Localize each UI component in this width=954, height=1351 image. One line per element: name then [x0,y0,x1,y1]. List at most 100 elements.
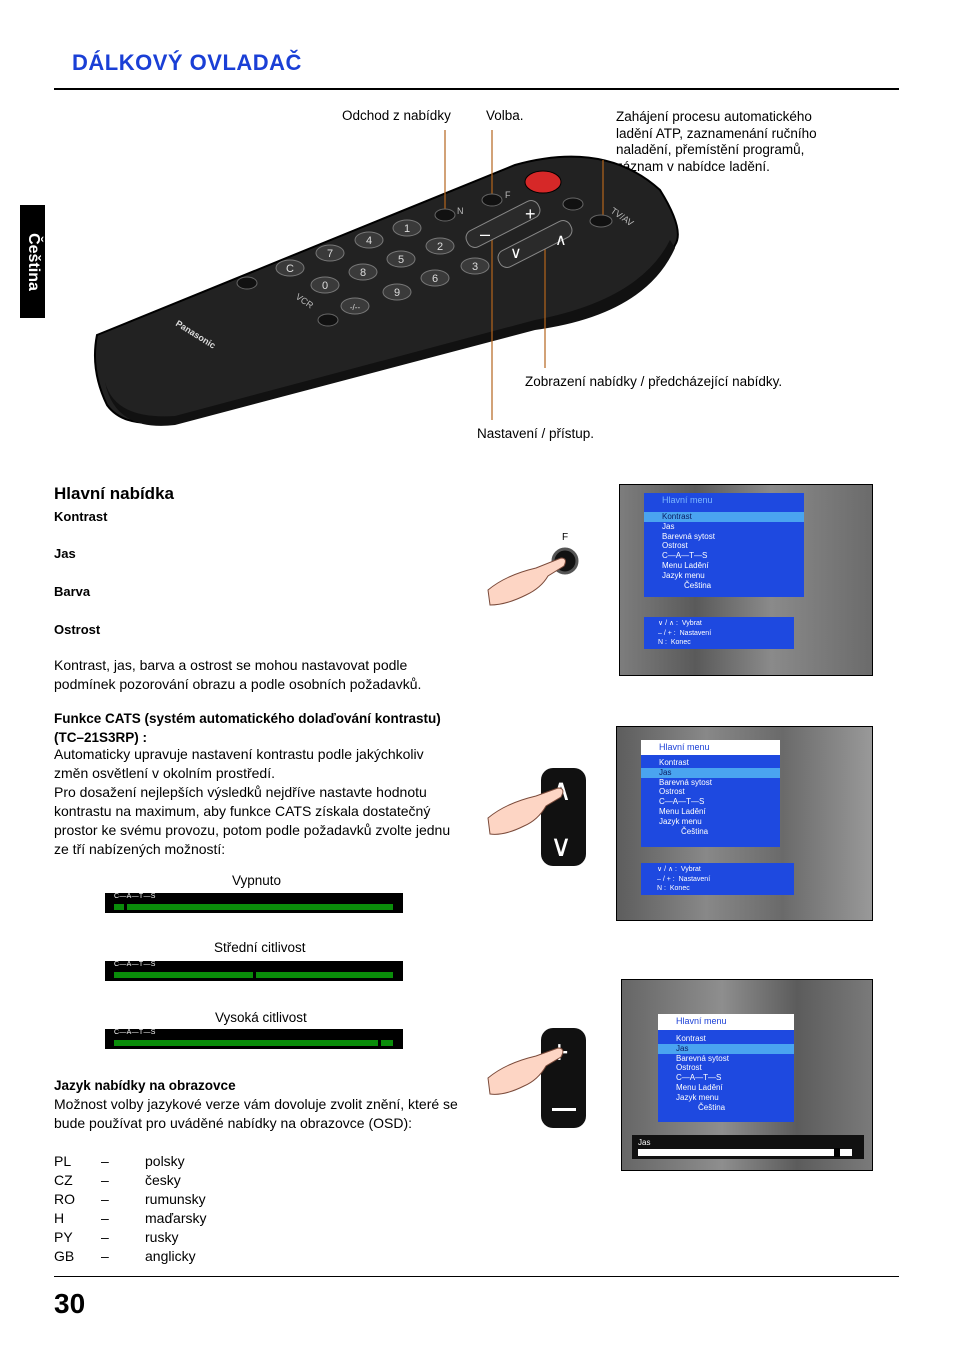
tv-screen-jas-adjust: Hlavní menu Kontrast Jas Barevná sytost … [621,979,873,1171]
menu-item: Čeština [698,1102,726,1112]
menu-item: Ostrost [676,1063,702,1073]
item-barva: Barva [54,584,91,599]
page-title: DÁLKOVÝ OVLADAČ [72,50,302,75]
menu-item: Ostrost [662,541,688,551]
cats-heading: Funkce CATS (systém automatického dolaďo… [54,711,441,745]
language-list: PL–polsky CZ–česky RO–rumunsky H–maďarsk… [54,1152,207,1266]
key-6: 6 [432,273,438,285]
key-8: 8 [360,267,366,279]
menu-item: Jas [641,767,780,778]
page-number: 30 [54,1288,86,1319]
jas-slider-thumb [834,1148,841,1157]
lang-text: Možnost volby jazykové verze vám dovoluj… [54,1096,458,1131]
cats-bar-medium: C—A—T—S [105,961,403,981]
cats-label-high: Vysoká citlivost [215,1010,307,1025]
key-c: C [286,263,294,275]
menu-item: Čeština [684,580,712,590]
cats-bar-high: C—A—T—S [105,1029,403,1049]
plus-glyph-remote: + [525,204,536,224]
callout-adjust: Nastavení / přístup. [477,426,595,441]
menu-item: C—A—T—S [676,1073,722,1083]
language-side-tab: Čeština [20,205,45,318]
menu-item: Barevná sytost [659,777,712,787]
menu-item: Barevná sytost [662,531,715,541]
menu-item: Kontrast [676,1034,706,1043]
menu-item: Jas [658,1043,794,1054]
key-7: 7 [327,248,333,260]
minus-glyph-remote: – [480,224,490,244]
list-item: PY–rusky [54,1229,179,1245]
cats-label-medium: Střední citlivost [214,940,306,955]
top-rule [54,88,899,90]
menu-item: Jas [662,521,675,531]
menu-item: Kontrast [659,758,689,767]
screen-menu-list: Kontrast Jas Barevná sytost Ostrost C—A—… [644,509,804,597]
jas-slider-track [638,1149,852,1156]
key-dash: -/-- [350,303,361,312]
screen-help-box: ∨ / ∧ : Vybrat – / + : Nastavení N : Kon… [644,617,794,649]
list-item: PL–polsky [54,1153,185,1169]
lang-heading: Jazyk nabídky na obrazovce [54,1078,236,1093]
up-glyph-remote: ∧ [555,232,567,249]
hand-pressing-f-illustration: F [487,532,579,606]
key-9: 9 [394,287,400,299]
cats-text: Automaticky upravuje nastavení kontrastu… [54,746,451,857]
callout-display: Zobrazení nabídky / předcházející nabídk… [525,374,783,389]
button-f-label: F [562,532,568,543]
menu-item: Barevná sytost [676,1053,729,1063]
cats-bar-tag: C—A—T—S [114,893,156,900]
key-5: 5 [398,254,404,266]
n-key-label: N [457,206,464,216]
minus-icon [552,1108,576,1111]
item-ostrost: Ostrost [54,622,101,637]
item-kontrast: Kontrast [54,509,108,524]
screen-menu-title: Hlavní menu [644,493,804,509]
list-item: GB–anglicky [54,1248,196,1264]
screen-menu-title: Hlavní menu [641,740,780,755]
down-arrow-icon: ∨ [550,830,572,863]
list-item: CZ–česky [54,1172,181,1188]
menu-item: C—A—T—S [662,551,708,561]
menu-item: Ostrost [659,787,685,797]
key-1: 1 [404,223,410,235]
list-item: RO–rumunsky [54,1191,206,1207]
jas-slider-label: Jas [638,1138,651,1147]
tv-screen-jas-selected: Hlavní menu Kontrast Jas Barevná sytost … [616,726,873,921]
menu-item: Jazyk menu [659,816,702,826]
tv-screen-main-menu: Hlavní menu Kontrast Jas Barevná sytost … [619,484,873,676]
cats-label-off: Vypnuto [232,873,282,888]
remote-control-illustration: 1 2 3 4 5 6 7 8 9 0 C -/-- + – ∧ ∨ N F V… [94,130,679,426]
down-glyph-remote: ∨ [510,245,522,262]
side-tab-label: Čeština [24,232,42,291]
menu-item: Kontrast [644,512,804,522]
item-jas: Jas [54,546,76,561]
key-2: 2 [437,241,443,253]
key-3: 3 [472,261,478,273]
key-0: 0 [322,280,328,292]
f-key-label: F [505,190,511,200]
callout-exit: Odchod z nabídky [342,108,451,123]
screen-menu-list: Kontrast Jas Barevná sytost Ostrost C—A—… [658,1030,794,1122]
menu-item: Jazyk menu [662,570,705,580]
cats-bar-tag: C—A—T—S [114,961,156,968]
jas-slider: Jas [632,1135,864,1159]
screen-menu-list: Kontrast Jas Barevná sytost Ostrost C—A—… [641,755,780,847]
menu-item: Čeština [681,826,709,836]
menu-item: Menu Ladění [676,1082,723,1092]
menu-item: C—A—T—S [659,797,705,807]
menu-item: Menu Ladění [662,560,709,570]
para-adjust: Kontrast, jas, barva a ostrost se mohou … [54,657,422,692]
hand-plus-minus-illustration: + [487,1028,586,1128]
cats-bar-off: C—A—T—S [105,893,403,913]
menu-item: Jazyk menu [676,1092,719,1102]
list-item: H–maďarsky [54,1210,207,1226]
hand-up-down-illustration: ∧ ∨ [487,768,586,866]
section-heading: Hlavní nabídka [54,484,174,503]
cats-bar-tag: C—A—T—S [114,1029,156,1036]
menu-item: Menu Ladění [659,806,706,816]
bottom-rule [54,1276,899,1277]
key-4: 4 [366,235,372,247]
screen-menu-title: Hlavní menu [658,1014,794,1030]
screen-help-box: ∨ / ∧ : Vybrat – / + : Nastavení N : Kon… [641,863,794,895]
